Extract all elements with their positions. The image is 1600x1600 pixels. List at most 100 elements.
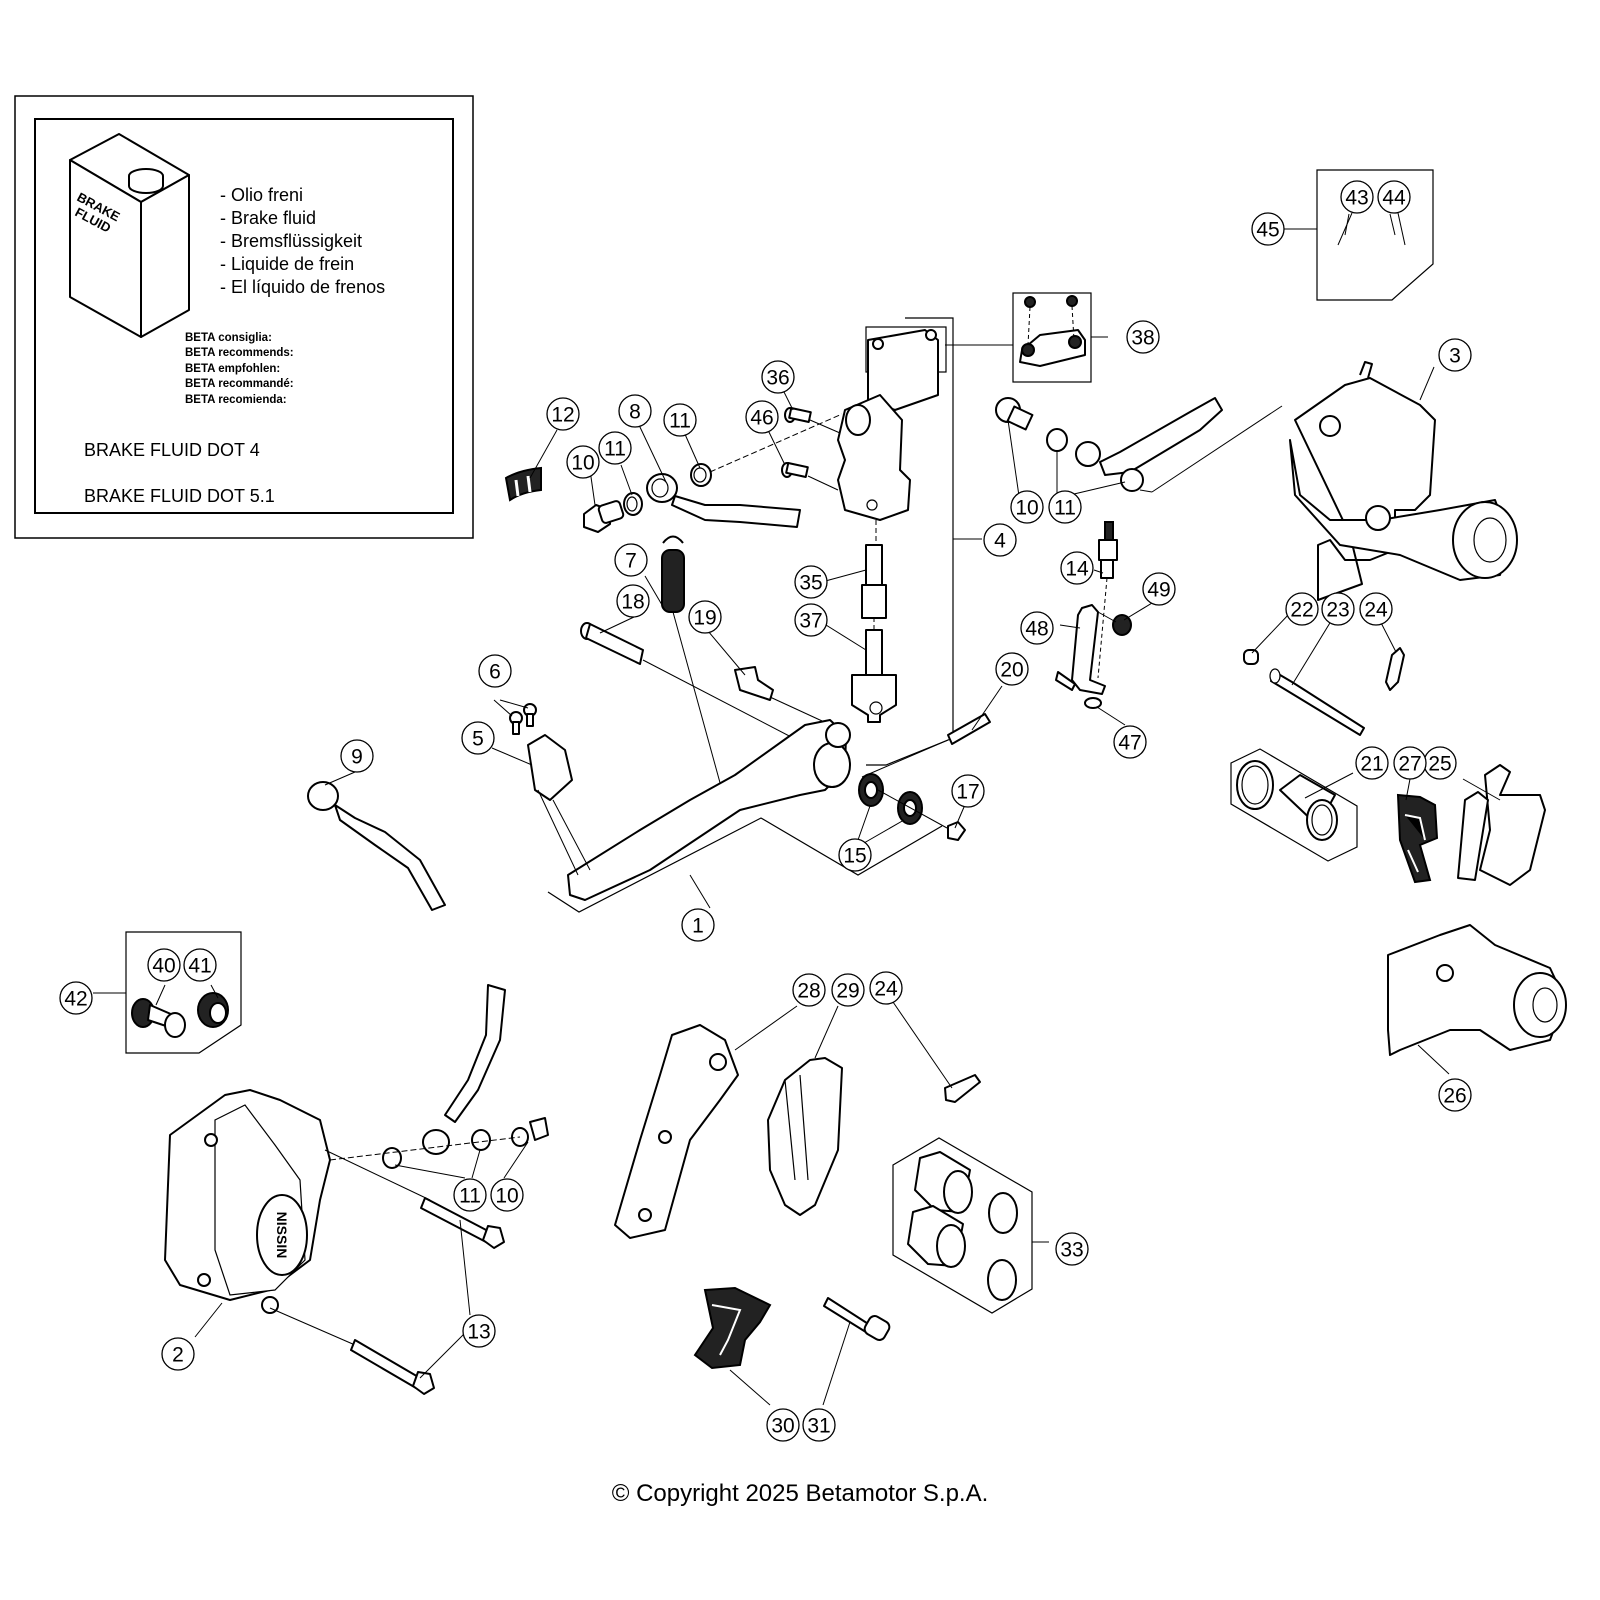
callout-2[interactable]: 2 xyxy=(161,1337,195,1371)
callout-12[interactable]: 12 xyxy=(546,397,580,431)
callout-number: 11 xyxy=(1054,497,1076,520)
recommend-it: BETA consiglia: xyxy=(185,332,272,344)
callout-47[interactable]: 47 xyxy=(1113,725,1147,759)
callout-circle xyxy=(598,431,632,465)
callout-44[interactable]: 44 xyxy=(1377,180,1411,214)
callout-number: 24 xyxy=(874,978,898,1001)
callout-number: 22 xyxy=(1290,599,1313,622)
callout-17[interactable]: 17 xyxy=(951,774,985,808)
callout-circle xyxy=(461,721,495,755)
callout-circle xyxy=(566,445,600,479)
callout-26[interactable]: 26 xyxy=(1438,1078,1472,1112)
callout-circle xyxy=(681,908,715,942)
callout-25[interactable]: 25 xyxy=(1423,746,1457,780)
part-8-brake-hose xyxy=(646,473,801,528)
callout-45[interactable]: 45 xyxy=(1251,212,1285,246)
callout-circle xyxy=(618,394,652,428)
callout-circle xyxy=(462,1314,496,1348)
callout-20[interactable]: 20 xyxy=(995,652,1029,686)
fluid-name-de: - Bremsflüssigkeit xyxy=(220,231,362,251)
part-11-washer xyxy=(471,1129,491,1151)
callout-6[interactable]: 6 xyxy=(478,654,512,688)
callout-9[interactable]: 9 xyxy=(340,739,374,773)
callout-38[interactable]: 38 xyxy=(1126,320,1160,354)
callout-15[interactable]: 15 xyxy=(838,838,872,872)
part-24-bleed-valve xyxy=(1385,647,1405,691)
callout-4[interactable]: 4 xyxy=(983,523,1017,557)
brake-fluid-can-icon: BRAKE FLUID xyxy=(69,133,190,338)
callout-number: 13 xyxy=(467,1321,490,1344)
callout-31[interactable]: 31 xyxy=(802,1408,836,1442)
callout-18[interactable]: 18 xyxy=(616,584,650,618)
callout-7[interactable]: 7 xyxy=(614,543,648,577)
callout-circle xyxy=(831,973,865,1007)
callout-48[interactable]: 48 xyxy=(1020,611,1054,645)
callout-33[interactable]: 33 xyxy=(1055,1232,1089,1266)
part-36-bolt xyxy=(784,407,812,423)
callout-10[interactable]: 10 xyxy=(490,1178,524,1212)
callout-5[interactable]: 5 xyxy=(461,721,495,755)
callout-41[interactable]: 41 xyxy=(183,948,217,982)
callout-46[interactable]: 46 xyxy=(745,400,779,434)
callout-36[interactable]: 36 xyxy=(761,360,795,394)
part-33-pistons-kit xyxy=(907,1151,1018,1301)
callout-19[interactable]: 19 xyxy=(688,600,722,634)
callout-number: 49 xyxy=(1147,579,1170,602)
callout-circle xyxy=(478,654,512,688)
callout-11[interactable]: 11 xyxy=(453,1178,487,1212)
callout-circle xyxy=(1340,180,1374,214)
callout-24[interactable]: 24 xyxy=(1359,592,1393,626)
callout-43[interactable]: 43 xyxy=(1340,180,1374,214)
callout-27[interactable]: 27 xyxy=(1393,746,1427,780)
callout-circle xyxy=(147,948,181,982)
callout-3[interactable]: 3 xyxy=(1438,338,1472,372)
callout-number: 45 xyxy=(1256,219,1279,242)
callout-number: 1 xyxy=(692,915,704,938)
callout-28[interactable]: 28 xyxy=(792,973,826,1007)
callout-number: 2 xyxy=(172,1344,184,1367)
callout-circle xyxy=(490,1178,524,1212)
callout-30[interactable]: 30 xyxy=(766,1408,800,1442)
callout-1[interactable]: 1 xyxy=(681,908,715,942)
callout-circle xyxy=(183,948,217,982)
callout-10[interactable]: 10 xyxy=(566,445,600,479)
part-11-washer xyxy=(382,1147,402,1169)
part-35-pushrod xyxy=(861,544,887,619)
part-29-brake-pad xyxy=(767,1057,843,1216)
callout-42[interactable]: 42 xyxy=(59,981,93,1015)
callout-40[interactable]: 40 xyxy=(147,948,181,982)
callout-11[interactable]: 11 xyxy=(1048,490,1082,524)
callout-number: 19 xyxy=(693,607,716,630)
callout-number: 41 xyxy=(188,955,211,978)
callout-number: 33 xyxy=(1060,1239,1083,1262)
callout-number: 29 xyxy=(836,980,859,1003)
callout-21[interactable]: 21 xyxy=(1355,746,1389,780)
part-19-clevis-pin xyxy=(734,666,774,701)
fluid-spec-dot4: BRAKE FLUID DOT 4 xyxy=(84,440,260,460)
callout-circle xyxy=(1142,572,1176,606)
callout-10[interactable]: 10 xyxy=(1010,490,1044,524)
callout-circle xyxy=(766,1408,800,1442)
callout-circle xyxy=(161,1337,195,1371)
callout-11[interactable]: 11 xyxy=(663,403,697,437)
callout-11[interactable]: 11 xyxy=(598,431,632,465)
callout-24[interactable]: 24 xyxy=(869,971,903,1005)
callout-13[interactable]: 13 xyxy=(462,1314,496,1348)
callout-circle xyxy=(688,600,722,634)
callout-35[interactable]: 35 xyxy=(794,565,828,599)
callout-circle xyxy=(1251,212,1285,246)
caliper-brand-marking: NISSIN xyxy=(274,1212,290,1259)
callout-29[interactable]: 29 xyxy=(831,973,865,1007)
callout-number: 17 xyxy=(956,781,979,804)
copyright-footer: © Copyright 2025 Betamotor S.p.A. xyxy=(611,1480,989,1507)
callout-49[interactable]: 49 xyxy=(1142,572,1176,606)
callout-23[interactable]: 23 xyxy=(1321,592,1355,626)
callout-37[interactable]: 37 xyxy=(794,603,828,637)
callout-number: 4 xyxy=(994,530,1006,553)
callout-14[interactable]: 14 xyxy=(1060,551,1094,585)
callout-22[interactable]: 22 xyxy=(1285,592,1319,626)
callout-circle xyxy=(761,360,795,394)
callout-8[interactable]: 8 xyxy=(618,394,652,428)
callout-number: 36 xyxy=(766,367,789,390)
